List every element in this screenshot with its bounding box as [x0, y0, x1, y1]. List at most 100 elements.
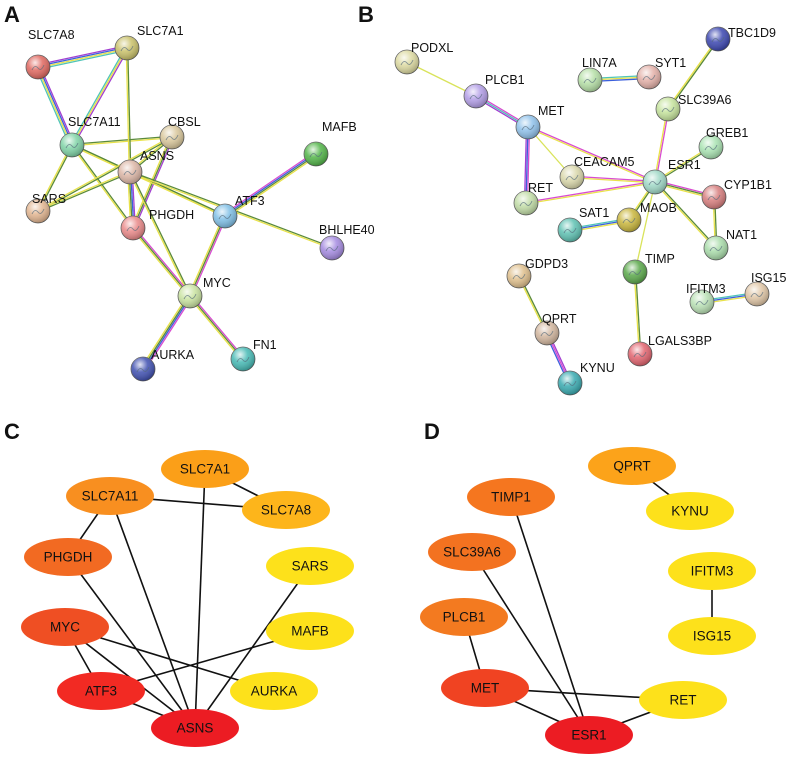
protein-structure-icon: [750, 291, 764, 298]
node-sheen: [623, 260, 647, 284]
protein-structure-icon: [512, 273, 526, 280]
edge-evidence-line: [406, 61, 477, 97]
node-a-fn1: FN1: [230, 338, 277, 372]
edge-evidence-line: [39, 65, 75, 145]
node-b-maob: MAOB: [616, 201, 677, 233]
hub-node-label: MYC: [50, 620, 80, 635]
edge-evidence-line: [635, 271, 642, 354]
edge-evidence-line: [188, 296, 243, 361]
protein-structure-icon: [648, 179, 662, 186]
hub-node-label: MET: [471, 681, 500, 696]
hub-node-ellipse: [151, 709, 239, 747]
protein-structure-icon: [31, 208, 45, 215]
node-b-podxl: PODXL: [394, 41, 453, 75]
edge-evidence-line: [130, 171, 192, 296]
protein-structure-icon: [707, 194, 721, 201]
hub-node-ellipse: [24, 538, 112, 576]
node-b-greb1: GREB1: [698, 126, 748, 160]
node-b-nat1: NAT1: [703, 228, 757, 261]
edge-d-timp1-esr1: [510, 496, 590, 736]
node-sheen: [60, 133, 84, 157]
edge-b-podxl-plcb1: [406, 61, 477, 97]
node-label: PODXL: [411, 41, 453, 55]
edge-evidence-line: [526, 182, 656, 205]
hub-node-label: TIMP1: [491, 490, 531, 505]
node-label: ISG15: [751, 271, 786, 285]
edge-evidence-line: [225, 155, 318, 219]
hub-node-label: ATF3: [85, 684, 117, 699]
hub-node-d-met: MET: [441, 669, 529, 707]
edge-evidence-line: [525, 180, 655, 203]
node-b-syt1: SYT1: [636, 56, 686, 90]
hub-node-c-atf3: ATF3: [57, 672, 145, 710]
edge-a-asns-myc: [128, 171, 192, 297]
node-b-met: MET: [515, 104, 565, 140]
protein-structure-icon: [565, 174, 579, 181]
panel-c-letter: C: [4, 419, 20, 444]
edge-evidence-line: [188, 215, 225, 296]
hub-node-ellipse: [588, 447, 676, 485]
protein-structure-icon: [165, 134, 179, 141]
edge-evidence-line: [668, 39, 720, 110]
node-a-mafb: MAFB: [303, 120, 357, 167]
hub-node-d-esr1: ESR1: [545, 716, 633, 754]
edge-evidence-line: [653, 182, 716, 249]
edge-evidence-line: [38, 48, 128, 69]
edge-b-ceacam5-esr1: [571, 175, 656, 184]
node-a-aurka: AURKA: [130, 348, 195, 382]
node-label: RET: [528, 181, 553, 195]
node-b-gdpd3: GDPD3: [506, 257, 568, 289]
node-b-esr1: ESR1: [642, 158, 701, 195]
protein-structure-icon: [642, 74, 656, 81]
edge-evidence-line: [133, 137, 174, 229]
protein-structure-icon: [126, 225, 140, 232]
edge-evidence-line: [38, 172, 131, 213]
edge-evidence-line: [223, 151, 316, 215]
protein-structure-icon: [563, 380, 577, 387]
protein-structure-icon: [661, 106, 675, 113]
node-label: IFITM3: [686, 282, 726, 296]
node-b-lgals3bp: LGALS3BP: [627, 334, 712, 367]
protein-structure-icon: [711, 36, 725, 43]
edge-a-myc-fn1: [188, 294, 245, 361]
node-sheen: [560, 165, 584, 189]
node-sheen: [656, 97, 680, 121]
hub-node-ellipse: [161, 450, 249, 488]
panel-b-letter: B: [358, 2, 374, 27]
hub-node-label: KYNU: [671, 504, 709, 519]
edge-a-slc7a11-cbsl: [71, 135, 173, 147]
hub-node-c-sars: SARS: [266, 547, 354, 585]
edge-evidence-line: [71, 47, 128, 146]
edge-evidence-line: [144, 296, 193, 371]
node-sheen: [628, 342, 652, 366]
edge-evidence-line: [225, 154, 317, 218]
edge-evidence-line: [70, 46, 127, 145]
edge-c-phgdh-asns: [67, 556, 196, 729]
hub-node-ellipse: [57, 672, 145, 710]
node-sheen: [617, 208, 641, 232]
node-label: PHGDH: [149, 208, 194, 222]
node-sheen: [160, 125, 184, 149]
edge-evidence-line: [571, 177, 655, 184]
node-label: LGALS3BP: [648, 334, 712, 348]
edge-evidence-line: [633, 272, 640, 355]
hub-node-ellipse: [639, 681, 727, 719]
node-sheen: [578, 68, 602, 92]
hub-node-ellipse: [441, 669, 529, 707]
node-label: SAT1: [579, 206, 609, 220]
protein-structure-icon: [65, 142, 79, 149]
edge-evidence-line: [131, 228, 190, 298]
node-label: SLC7A1: [137, 24, 184, 38]
hub-node-ellipse: [230, 672, 318, 710]
edge-b-esr1-nat1: [653, 181, 718, 249]
edge-evidence-line: [38, 49, 128, 70]
node-label: SYT1: [655, 56, 686, 70]
hub-node-c-mafb: MAFB: [266, 612, 354, 650]
node-sheen: [507, 264, 531, 288]
hub-node-d-timp1: TIMP1: [467, 478, 555, 516]
hub-node-ellipse: [646, 492, 734, 530]
node-label: ASNS: [140, 149, 174, 163]
